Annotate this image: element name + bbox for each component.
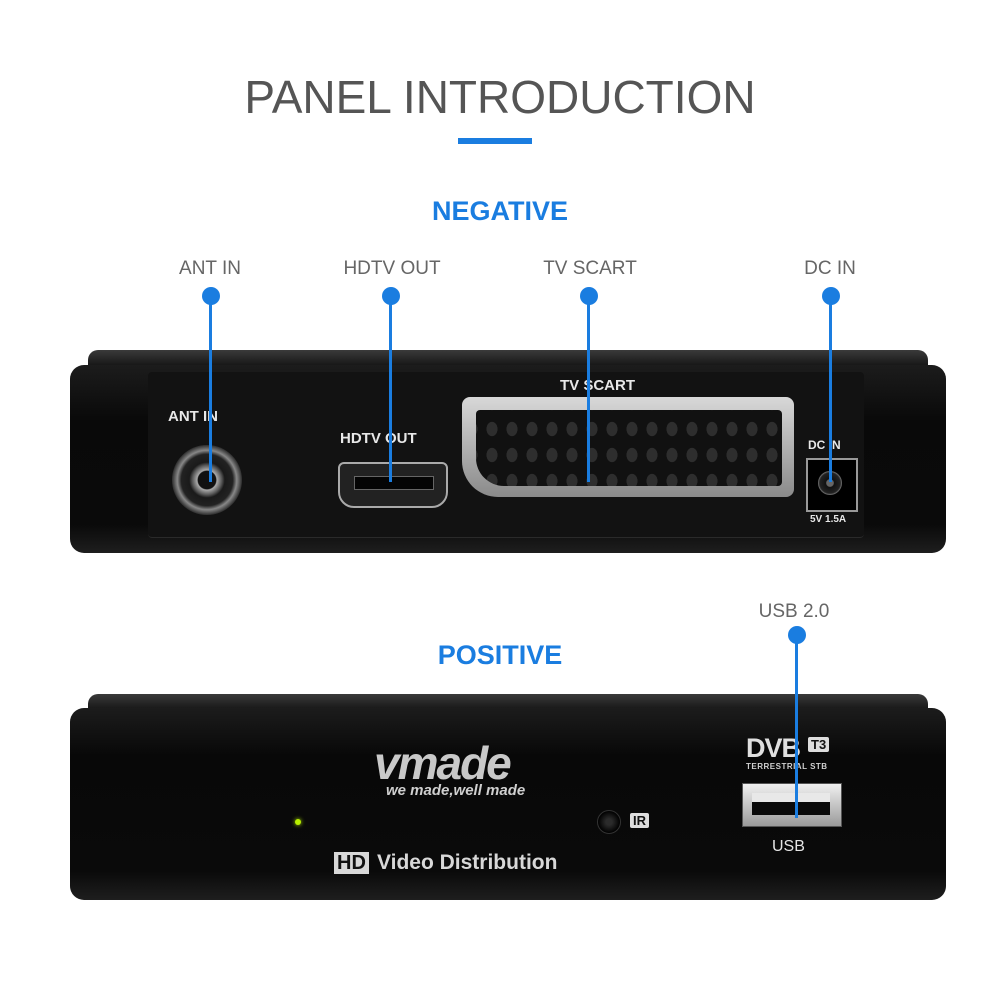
ir-label: IR [630,813,649,828]
positive-section-title: POSITIVE [437,640,563,670]
scart-port-inner [476,410,782,486]
hd-badge: HD [334,852,369,874]
power-led [295,819,301,825]
hdmi-port-slot [354,476,434,490]
tv-scart-callout-label: TV SCART [543,258,637,279]
usb-callout-line [795,636,798,818]
ant-in-callout-dot [202,287,220,305]
tv-scart-callout-line [587,296,590,482]
page-title: PANEL INTRODUCTION [244,71,756,123]
tv-scart-port-label: TV SCART [560,377,635,394]
usb-port-tongue [752,793,830,802]
dvb-subtitle: TERRESTRIAL STB [746,762,828,771]
ir-sensor [597,810,621,834]
power-spec-label: 5V 1.5A [810,514,847,525]
negative-section-title: NEGATIVE [431,196,568,226]
hdtv-out-port-label: HDTV OUT [340,430,417,447]
ant-in-callout-label: ANT IN [179,258,241,279]
hdtv-out-callout-dot [382,287,400,305]
hd-video-distribution-text: Video Distribution [377,851,558,874]
dc-in-callout-dot [822,287,840,305]
tv-scart-callout-dot [580,287,598,305]
ant-in-callout-line [209,296,212,482]
dc-in-port-label: DC IN [808,438,841,452]
hdtv-out-callout-line [389,296,392,482]
usb-callout-dot [788,626,806,644]
hdtv-out-callout-label: HDTV OUT [343,258,441,279]
brand-logo: vmade [374,737,512,789]
usb-port-label: USB [772,838,805,855]
dc-in-callout-line [829,296,832,482]
dvb-t3-badge: T3 [808,737,830,752]
dvb-logo: DVB [746,733,801,763]
title-underline [458,138,532,144]
dc-in-callout-label: DC IN [804,258,856,279]
ant-in-port [172,445,242,515]
ant-in-port-label: ANT IN [168,408,218,425]
usb-callout-label: USB 2.0 [758,601,830,622]
brand-slogan: we made,well made [386,782,526,799]
